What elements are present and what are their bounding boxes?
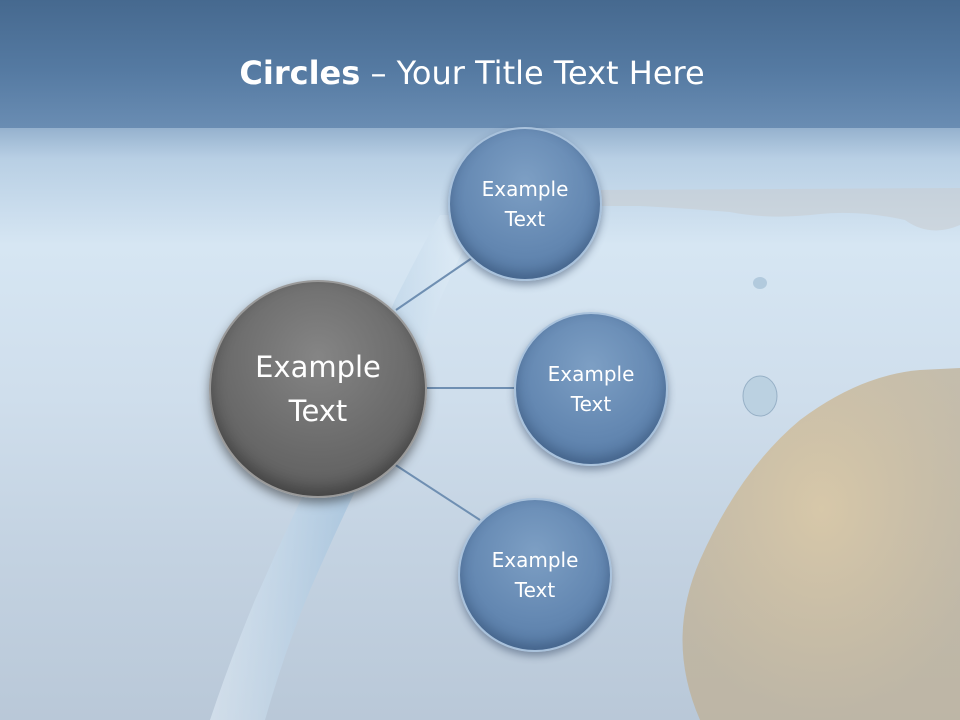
node-label: Example Text xyxy=(481,177,569,231)
connector-line-top xyxy=(395,257,473,311)
water-drop xyxy=(753,277,767,289)
node-circle-middle: Example Text xyxy=(514,312,668,466)
title-band xyxy=(0,0,960,128)
title-rest: – Your Title Text Here xyxy=(360,54,705,92)
center-circle-label: Example Text xyxy=(255,350,381,428)
slide-title: Circles – Your Title Text Here xyxy=(0,54,944,92)
title-bold: Circles xyxy=(239,54,361,92)
water-drop xyxy=(742,375,778,417)
node-circle-bottom: Example Text xyxy=(458,498,612,652)
connector-line-bottom xyxy=(393,463,481,521)
node-circle-top: Example Text xyxy=(448,127,602,281)
node-label: Example Text xyxy=(547,362,635,416)
center-circle: Example Text xyxy=(209,280,427,498)
node-label: Example Text xyxy=(491,548,579,602)
rock xyxy=(682,368,960,720)
